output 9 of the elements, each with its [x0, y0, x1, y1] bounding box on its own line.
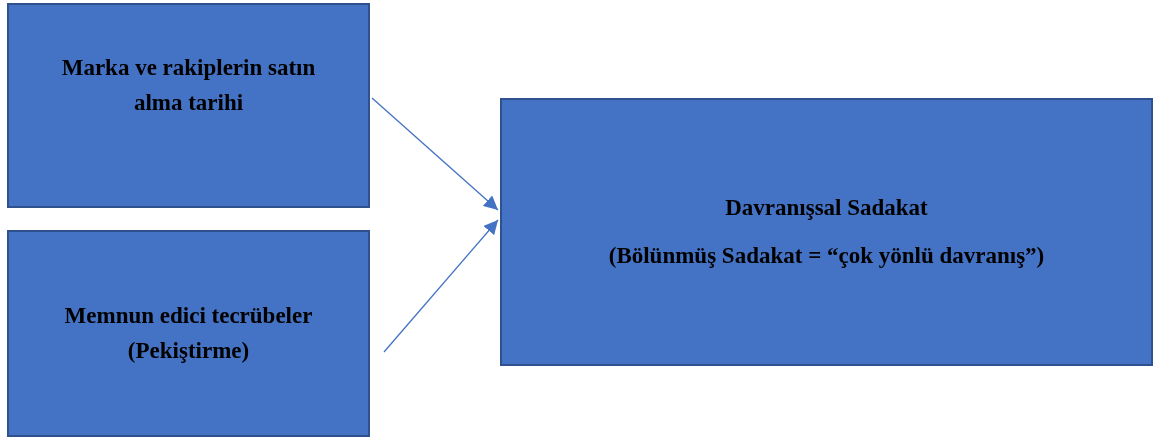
arrow	[371, 97, 499, 211]
box-title: Memnun edici tecrübeler (Pekiştirme)	[63, 302, 314, 365]
box-title: Marka ve rakiplerin satın alma tarihi	[60, 54, 317, 117]
process-box	[7, 230, 370, 437]
box-subtitle: (Bölünmüş Sadakat = “çok yönlü davranış”)	[608, 242, 1045, 270]
box-title: Davranışsal Sadakat	[725, 193, 928, 222]
arrow	[383, 219, 499, 353]
process-box	[7, 3, 370, 208]
process-box	[500, 98, 1153, 366]
